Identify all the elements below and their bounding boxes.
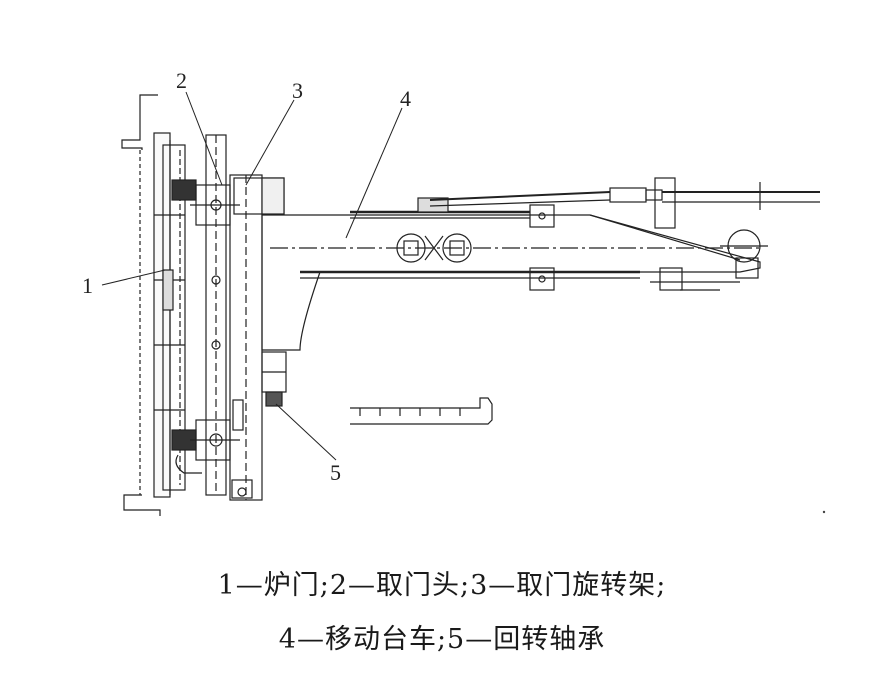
slewing-bearing [261, 351, 287, 407]
stray-dot [822, 510, 826, 514]
wall-outline [121, 94, 161, 516]
leader-lines [101, 91, 403, 461]
callout-3: 3 [292, 78, 303, 103]
callout-2: 2 [176, 68, 187, 93]
caption-line-2: 4—移动台车;5—回转轴承 [278, 624, 606, 655]
mechanical-drawing: 1 2 3 4 5 [82, 68, 826, 516]
furnace-door [153, 132, 202, 498]
callout-1: 1 [82, 273, 93, 298]
caption-line-1: 1—炉门;2—取门头;3—取门旋转架; [217, 570, 667, 601]
door-extractor-head [190, 134, 240, 496]
callout-4: 4 [400, 86, 411, 111]
rail-detail [350, 397, 493, 425]
rotating-frame [229, 174, 285, 501]
callout-5: 5 [330, 460, 341, 485]
moving-trolley [261, 177, 820, 351]
